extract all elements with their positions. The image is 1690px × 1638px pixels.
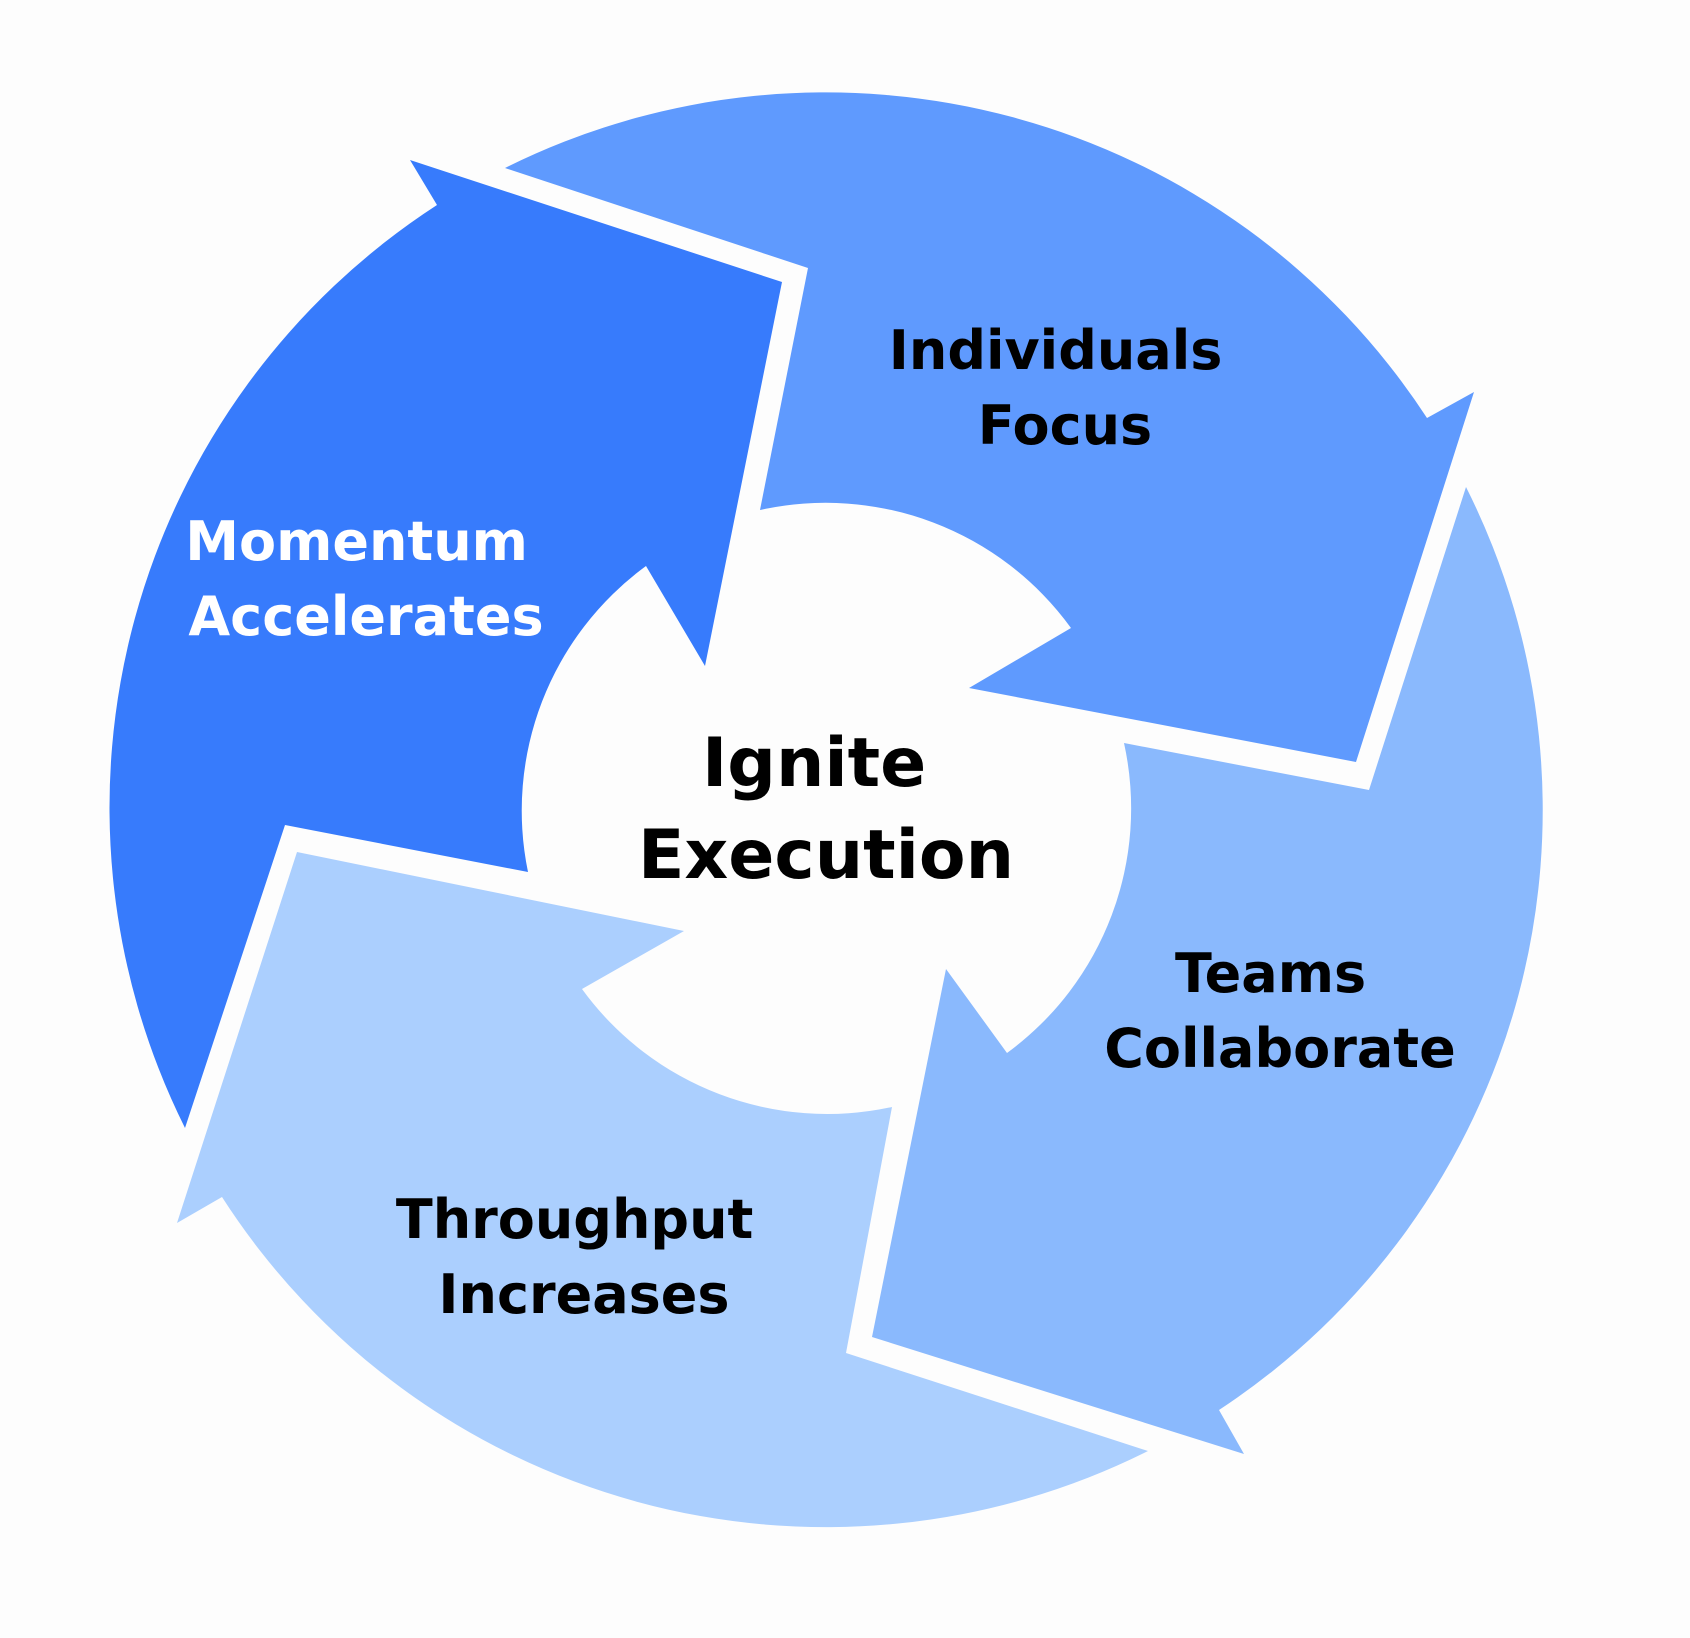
label-line-1: Throughput bbox=[396, 1188, 753, 1251]
segment-throughput-increases bbox=[177, 852, 1148, 1528]
label-teams-collaborate: Teams Collaborate bbox=[1104, 942, 1455, 1080]
label-line-2: Accelerates bbox=[188, 585, 543, 648]
center-label-line-2: Execution bbox=[638, 816, 1014, 895]
label-line-2: Increases bbox=[438, 1263, 729, 1326]
segment-individuals-focus bbox=[505, 92, 1474, 762]
label-line-1: Teams bbox=[1175, 942, 1366, 1005]
label-individuals-focus: Individuals Focus bbox=[889, 319, 1241, 457]
label-line-2: Focus bbox=[978, 394, 1152, 457]
label-line-1: Momentum bbox=[185, 510, 528, 573]
segment-momentum-accelerates bbox=[109, 160, 783, 1128]
label-throughput-increases: Throughput Increases bbox=[396, 1188, 772, 1326]
label-line-1: Individuals bbox=[889, 319, 1223, 382]
center-label: Ignite Execution bbox=[638, 724, 1014, 895]
center-label-line-1: Ignite bbox=[702, 724, 926, 803]
label-momentum-accelerates: Momentum Accelerates bbox=[185, 510, 547, 648]
segment-teams-collaborate bbox=[872, 487, 1543, 1454]
label-line-2: Collaborate bbox=[1104, 1017, 1455, 1080]
